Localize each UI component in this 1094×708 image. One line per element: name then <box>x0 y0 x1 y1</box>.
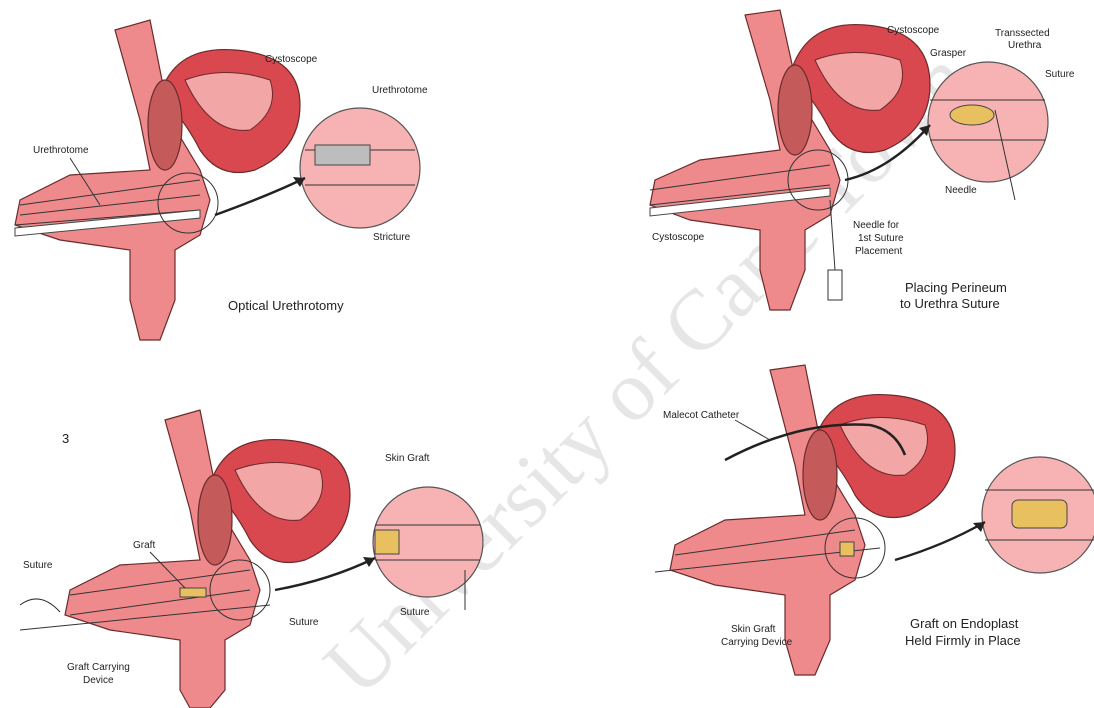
label-suture: Suture <box>1045 69 1075 80</box>
magnify-arrow <box>895 522 985 560</box>
caption: Optical Urethrotomy <box>228 298 344 313</box>
label-carrying-device: Carrying Device <box>721 637 793 648</box>
label-skin-graft: Skin Graft <box>731 624 776 635</box>
label-placement: Placement <box>855 246 902 257</box>
label-graft: Graft <box>133 540 155 551</box>
label-cystoscope-detail: Cystoscope <box>887 25 940 36</box>
panel-number: 3 <box>62 431 69 446</box>
caption-line-2: to Urethra Suture <box>900 296 1000 311</box>
anatomy-illustration <box>15 20 300 340</box>
label-1st-suture: 1st Suture <box>858 233 904 244</box>
panel-graft-endoplast: Malecot Catheter Skin Graft Carrying Dev… <box>655 365 1094 675</box>
magnify-arrow <box>215 178 305 215</box>
label-malecot-catheter: Malecot Catheter <box>663 410 740 421</box>
label-transsected: Transsected <box>995 28 1050 39</box>
magnified-view <box>300 108 420 228</box>
label-device: Device <box>83 675 114 686</box>
label-cystoscope: Cystoscope <box>265 54 318 65</box>
caption-line-2: Held Firmly in Place <box>905 633 1021 648</box>
panel-optical-urethrotomy: Urethrotome Cystoscope Urethrotome Stric… <box>15 20 428 340</box>
label-needle-for: Needle for <box>853 220 900 231</box>
label-suture-detail: Suture <box>400 607 430 618</box>
label-suture-mid: Suture <box>289 617 319 628</box>
label-cystoscope: Cystoscope <box>652 232 705 243</box>
caption-line-1: Graft on Endoplast <box>910 616 1019 631</box>
label-graft-carrying: Graft Carrying <box>67 662 130 673</box>
label-urethrotome: Urethrotome <box>33 145 89 156</box>
label-urethrotome-detail: Urethrotome <box>372 85 428 96</box>
label-stricture: Stricture <box>373 232 411 243</box>
label-urethra: Urethra <box>1008 40 1042 51</box>
label-skin-graft: Skin Graft <box>385 453 430 464</box>
label-suture-left: Suture <box>23 560 53 571</box>
label-needle: Needle <box>945 185 977 196</box>
caption-line-1: Placing Perineum <box>905 280 1007 295</box>
label-grasper: Grasper <box>930 48 967 59</box>
